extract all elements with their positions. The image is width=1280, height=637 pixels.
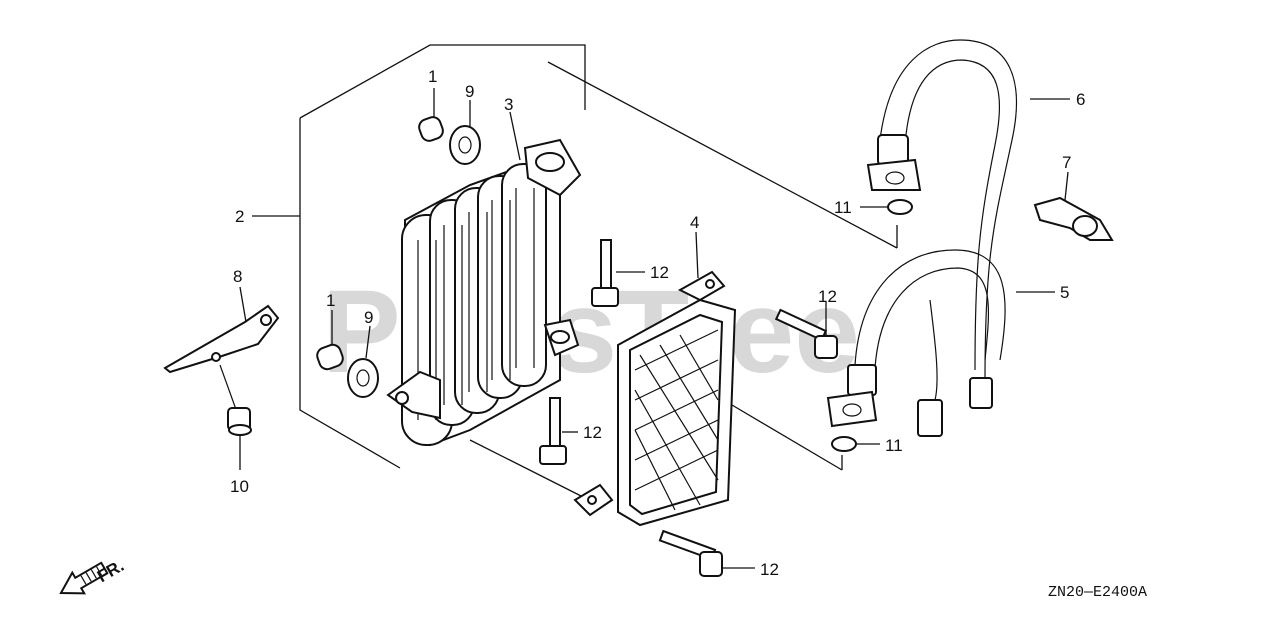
callout-6: 6 (1076, 90, 1085, 109)
callout-1-bottom: 1 (326, 291, 335, 310)
callout-8: 8 (233, 267, 242, 286)
callout-12-bottom: 12 (760, 560, 779, 579)
cooler-guard (573, 270, 737, 527)
front-label: FR. (94, 556, 127, 586)
assembly-frame (299, 44, 898, 499)
callout-11-top: 11 (834, 198, 852, 217)
oil-cooler-core (386, 138, 582, 447)
callout-7: 7 (1062, 153, 1071, 172)
bolt-12-bottom (658, 529, 723, 577)
callout-1-top: 1 (428, 67, 437, 86)
callout-2: 2 (235, 207, 244, 226)
bolt-12-right (774, 308, 838, 359)
hose-clip (1033, 196, 1114, 241)
callout-11-bottom: 11 (885, 436, 903, 455)
callout-12-lower: 12 (583, 423, 602, 442)
front-indicator: FR. (59, 556, 127, 595)
hose-6 (866, 39, 1018, 409)
bolt-10 (219, 364, 252, 436)
callout-5: 5 (1060, 283, 1069, 302)
hose-5 (826, 249, 1006, 437)
washer-bottom (831, 436, 857, 452)
washer-top (887, 199, 913, 215)
callout-12-upper: 12 (650, 263, 669, 282)
bracket (163, 304, 280, 374)
leader-lines (239, 88, 1070, 569)
arrow-icon (59, 561, 109, 595)
callout-10: 10 (230, 477, 249, 496)
diagram-code: ZN20—E2400A (1048, 584, 1147, 601)
callout-3: 3 (504, 95, 513, 114)
collar-top (418, 116, 481, 165)
callout-labels: 1 9 3 2 8 1 9 10 4 12 12 12 12 6 7 11 5 … (230, 67, 1085, 579)
bolt-12-upper (591, 239, 619, 307)
collar-bottom (316, 343, 379, 398)
callout-12-right: 12 (818, 287, 837, 306)
callout-9-top: 9 (465, 82, 474, 101)
callout-9-bottom: 9 (364, 308, 373, 327)
bolt-12-lower (539, 397, 567, 465)
callout-4: 4 (690, 213, 699, 232)
